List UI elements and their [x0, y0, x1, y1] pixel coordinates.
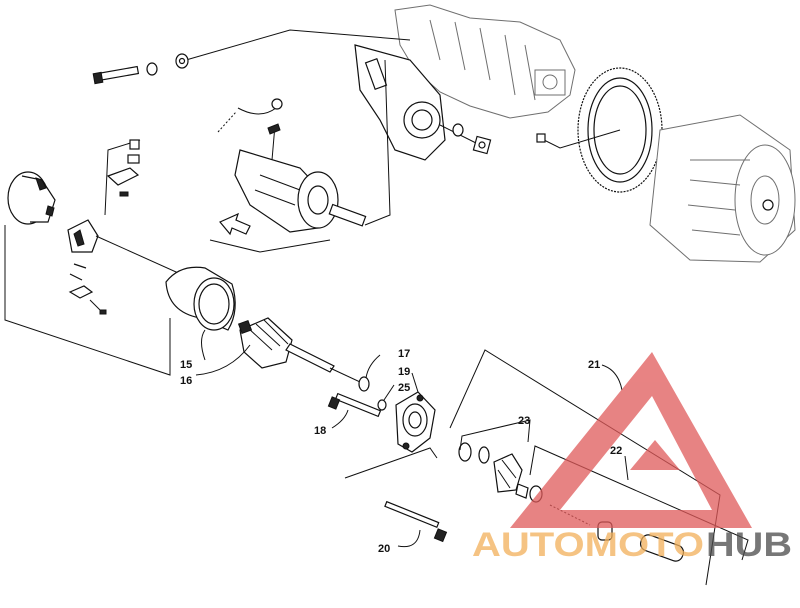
drive-end-housing — [4, 171, 171, 376]
callout-21: 21 — [588, 359, 600, 371]
watermark-triangle-logo — [510, 352, 752, 528]
callout-22: 22 — [610, 445, 622, 457]
callout-15: 15 — [180, 359, 192, 371]
callout-23: 23 — [518, 415, 530, 427]
bracket-bolt-assembly — [92, 29, 411, 85]
callout-leaders — [195, 329, 629, 548]
thrust-washers — [358, 376, 387, 411]
brush-holder — [67, 139, 206, 286]
drive-clutch — [649, 114, 796, 263]
engine-block — [394, 4, 576, 119]
assembled-starter-motor — [209, 59, 391, 253]
callout-17: 17 — [398, 348, 410, 360]
field-frame-housing — [165, 266, 236, 331]
callout-18: 18 — [314, 425, 326, 437]
through-bolt-long — [344, 447, 448, 543]
callout-20: 20 — [378, 543, 390, 555]
watermark-text-automoto: AUTOMOTO — [472, 526, 704, 564]
armature — [237, 317, 361, 383]
mounting-bracket — [354, 44, 446, 161]
callout-25: 25 — [398, 382, 410, 394]
watermark-text-hub: HUB — [706, 526, 792, 564]
starter-cable-and-spring — [217, 98, 283, 135]
through-bolt-short — [327, 392, 382, 418]
bracket-nut — [439, 123, 621, 155]
callout-16: 16 — [180, 375, 192, 387]
front-direction-arrow — [219, 212, 251, 236]
callout-19: 19 — [398, 366, 410, 378]
end-cap — [395, 391, 436, 453]
brush-hardware — [68, 139, 140, 315]
watermark: AUTOMOTO HUB — [472, 352, 792, 564]
